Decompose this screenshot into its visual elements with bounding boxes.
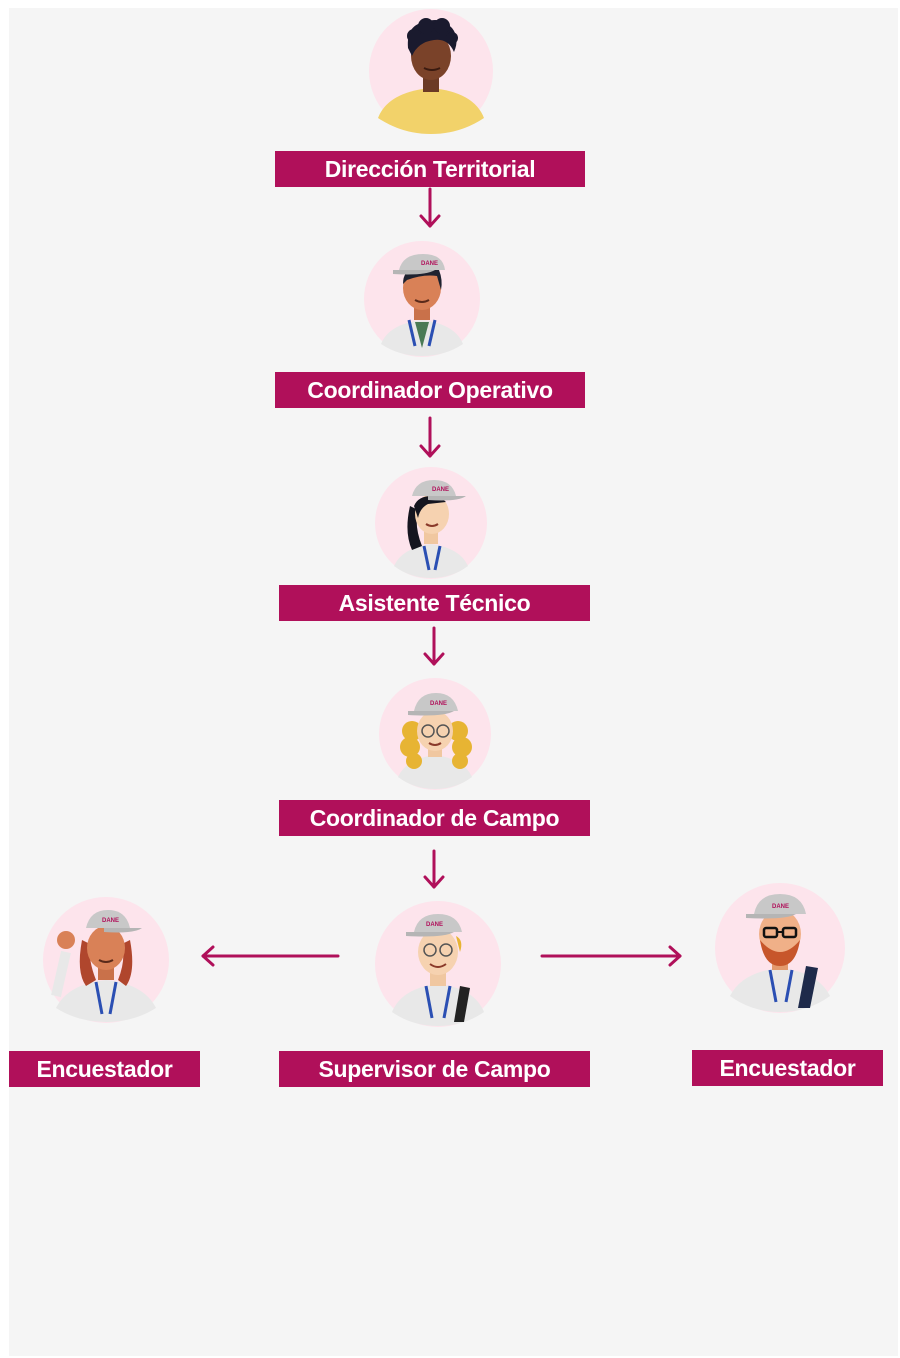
arrow-coordinador-campo-to-supervisor <box>423 849 445 889</box>
arrow-asistente-to-coordinador-campo <box>423 626 445 666</box>
node-label-encuestador-left: Encuestador <box>9 1051 200 1087</box>
person-cap-dark-hair-icon: DANE <box>375 467 487 579</box>
arrow-supervisor-to-encuestador-left <box>201 945 340 967</box>
arrow-supervisor-to-encuestador-right <box>540 945 682 967</box>
node-label-coordinador-campo: Coordinador de Campo <box>279 800 590 836</box>
person-cap-tie-icon: DANE <box>364 241 480 357</box>
node-label-supervisor-campo: Supervisor de Campo <box>279 1051 590 1087</box>
person-cap-beard-glasses-icon: DANE <box>715 883 845 1013</box>
person-cap-curly-hair-glasses-icon: DANE <box>379 678 491 790</box>
svg-text:DANE: DANE <box>102 918 119 924</box>
person-cap-waving-icon: DANE <box>43 897 169 1023</box>
node-label-encuestador-right: Encuestador <box>692 1050 883 1086</box>
svg-text:DANE: DANE <box>432 487 449 493</box>
node-label-asistente-tecnico: Asistente Técnico <box>279 585 590 621</box>
person-yellow-shirt-icon <box>369 9 493 134</box>
svg-text:DANE: DANE <box>426 922 443 928</box>
arrow-direccion-to-coordinador-operativo <box>419 187 441 228</box>
person-cap-backpack-icon: DANE <box>375 901 501 1027</box>
arrow-coordinador-operativo-to-asistente <box>419 416 441 458</box>
node-label-coordinador-operativo: Coordinador Operativo <box>275 372 585 408</box>
node-label-direccion-territorial: Dirección Territorial <box>275 151 585 187</box>
svg-text:DANE: DANE <box>421 261 438 267</box>
svg-text:DANE: DANE <box>430 701 447 707</box>
svg-text:DANE: DANE <box>772 904 789 910</box>
